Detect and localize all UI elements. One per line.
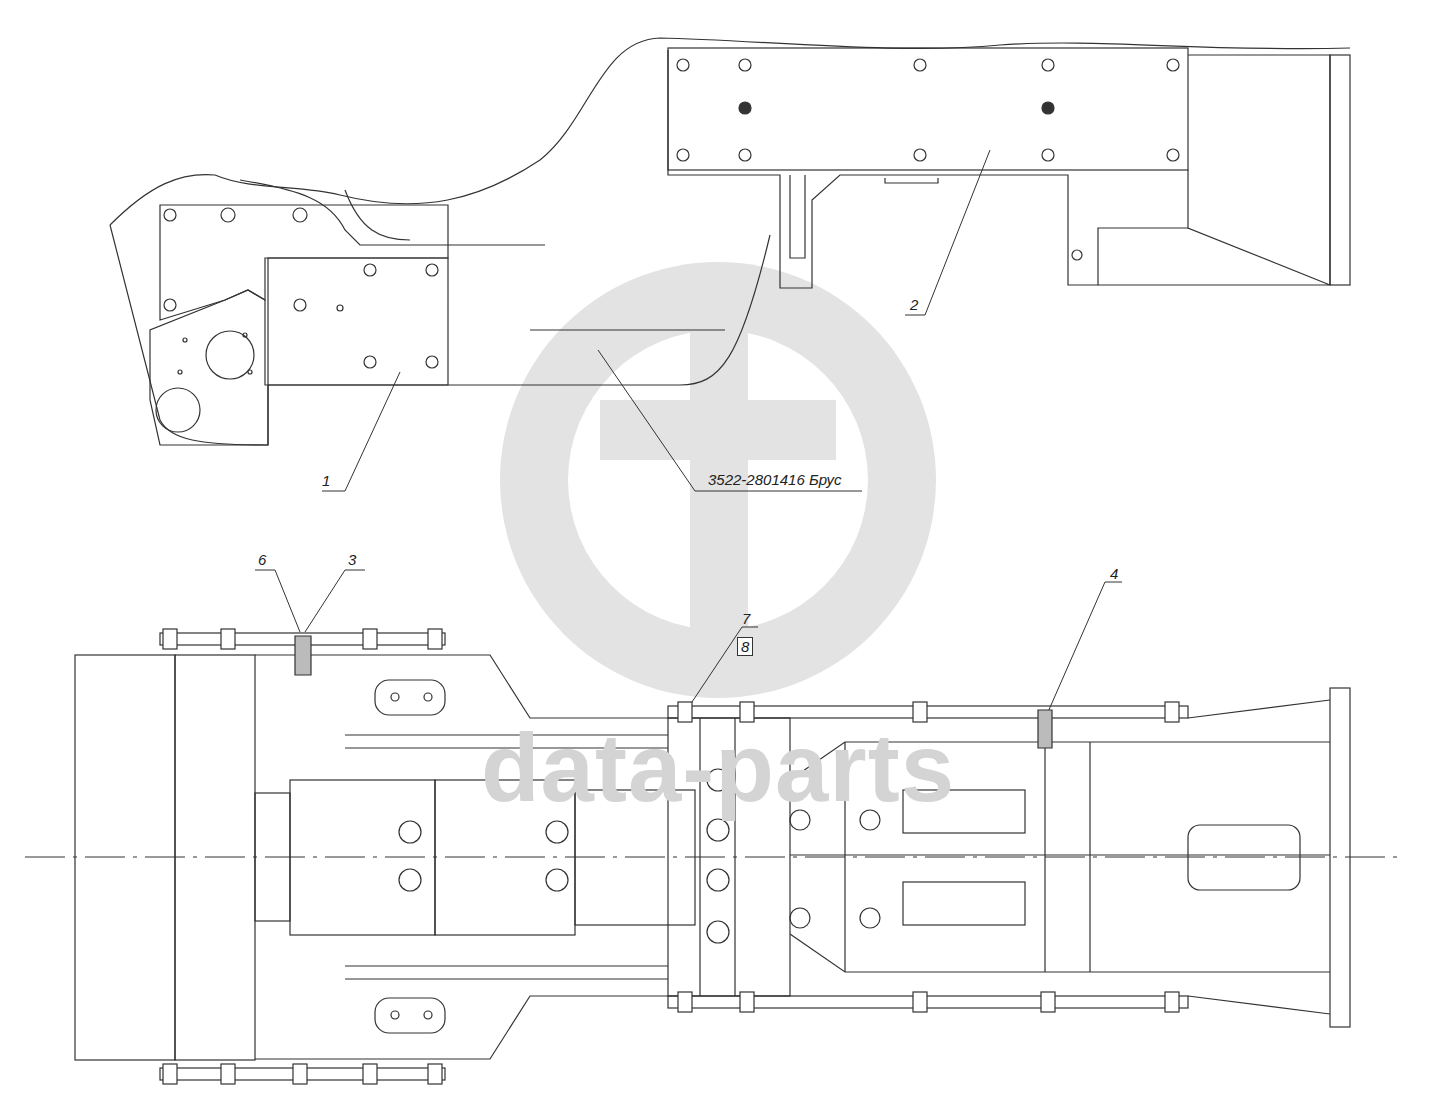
callout-number: 6: [258, 552, 266, 567]
callout-number: 7: [742, 611, 750, 626]
watermark: data-parts: [481, 720, 955, 816]
callout-number: 8: [737, 637, 753, 656]
callout-number: 4: [1110, 566, 1118, 581]
bolts: [163, 629, 1179, 1084]
bolt-holes: [677, 59, 1179, 161]
callout-number: 2: [910, 297, 918, 312]
plan-view: [25, 629, 1405, 1084]
callout-number: 3: [348, 552, 356, 567]
part-name: 3522-2801416 Брус: [708, 472, 842, 487]
bolt-holes: [164, 208, 438, 368]
side-view: [110, 38, 1350, 445]
watermark-logo: [500, 262, 936, 698]
leader-lines: [255, 150, 1122, 712]
callout-number: 1: [322, 473, 330, 488]
